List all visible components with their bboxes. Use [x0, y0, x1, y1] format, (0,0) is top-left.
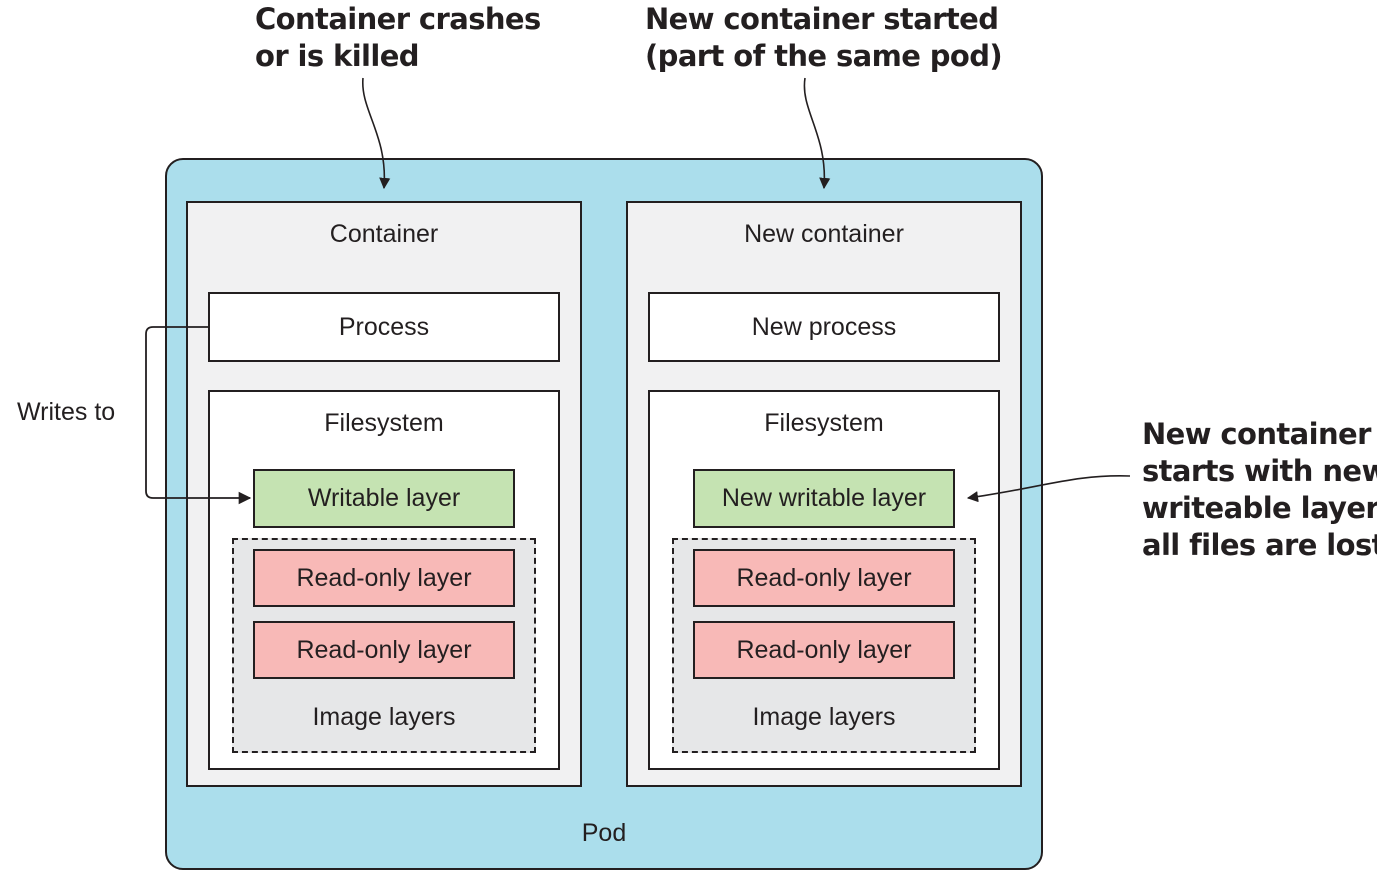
image-layers-label: Image layers: [312, 703, 456, 731]
new-readonly-layer: Read-only layer: [693, 549, 955, 607]
writes-to-label: Writes to: [17, 398, 116, 426]
readonly-layer: Read-only layer: [253, 621, 515, 679]
pod-label: Pod: [581, 819, 627, 847]
new-image-layers-label: Image layers: [752, 703, 896, 731]
new-container-title: New container: [744, 220, 904, 248]
new-readonly-layer: Read-only layer: [693, 621, 955, 679]
filesystem-title: Filesystem: [324, 409, 444, 437]
readonly-layer: Read-only layer: [253, 549, 515, 607]
callout-new-container-started: New container started (part of the same …: [645, 1, 1003, 75]
callout-line: (part of the same pod): [645, 39, 1003, 73]
callout-container-crashes: Container crashes or is killed: [255, 1, 541, 75]
new-filesystem-title: Filesystem: [764, 409, 884, 437]
new-process-box: New process: [648, 292, 1000, 362]
callout-line: Container crashes: [255, 2, 541, 36]
new-writable-layer: New writable layer: [693, 469, 955, 528]
container-title: Container: [329, 220, 439, 248]
callout-line: writeable layer:: [1142, 491, 1377, 525]
callout-line: New container: [1142, 417, 1371, 451]
callout-line: starts with new: [1142, 454, 1377, 488]
process-box: Process: [208, 292, 560, 362]
callout-line: all files are lost: [1142, 528, 1377, 562]
callout-new-writable-layer: New container starts with new writeable …: [1142, 416, 1377, 564]
callout-line: or is killed: [255, 39, 420, 73]
callout-line: New container started: [645, 2, 999, 36]
writable-layer: Writable layer: [253, 469, 515, 528]
